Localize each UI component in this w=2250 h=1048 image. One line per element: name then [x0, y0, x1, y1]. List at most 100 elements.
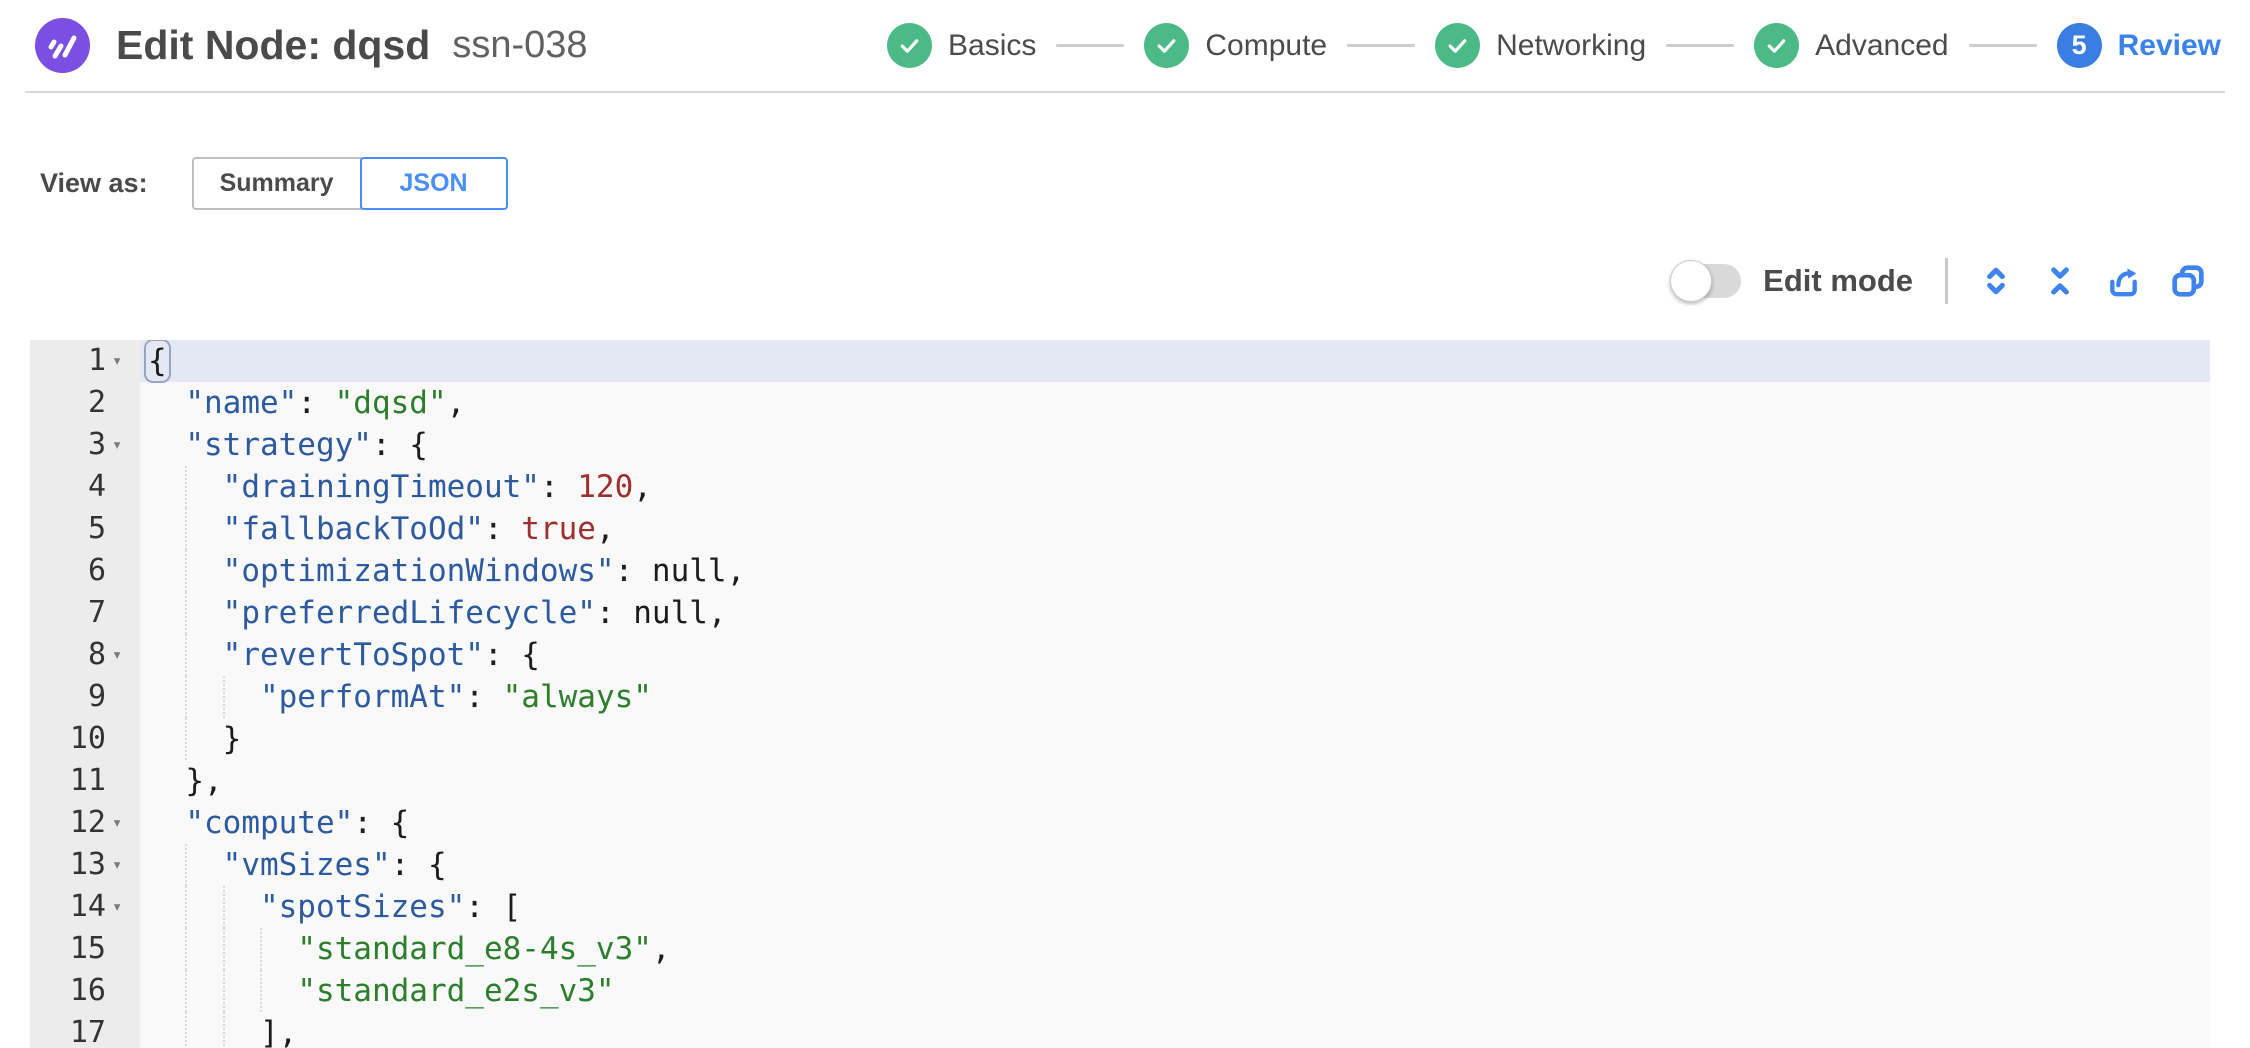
code-text[interactable]: "preferredLifecycle": null,	[140, 592, 2210, 634]
code-text[interactable]: "revertToSpot": {	[140, 634, 2210, 676]
step-check-icon	[1435, 23, 1481, 68]
code-text[interactable]: "compute": {	[140, 802, 2210, 844]
step-number-badge: 5	[2056, 23, 2102, 68]
indent-guide	[185, 886, 188, 928]
gutter-cell: 11	[30, 760, 140, 802]
code-line[interactable]: 7 "preferredLifecycle": null,	[30, 592, 2210, 634]
code-text[interactable]: "vmSizes": {	[140, 844, 2210, 886]
token-bool: true	[521, 511, 596, 547]
export-icon[interactable]	[2104, 261, 2144, 301]
code-line[interactable]: 11 },	[30, 760, 2210, 802]
indent-guide	[185, 550, 188, 592]
indent-guide	[185, 592, 188, 634]
step-advanced[interactable]: Advanced	[1754, 23, 1949, 68]
token-p: :	[297, 385, 335, 421]
token-key: "drainingTimeout"	[222, 469, 540, 505]
token-p: :	[539, 469, 578, 505]
token-p: }	[222, 721, 242, 757]
token-key: "revertToSpot"	[222, 637, 484, 673]
gutter-cell: 15	[30, 928, 140, 970]
token-p: ],	[259, 1015, 298, 1048]
indent-guide	[222, 1012, 225, 1048]
code-text[interactable]: "optimizationWindows": null,	[140, 550, 2210, 592]
code-text[interactable]: "performAt": "always"	[140, 676, 2210, 718]
code-text[interactable]: "spotSizes": [	[140, 886, 2210, 928]
json-view-button[interactable]: JSON	[359, 157, 508, 210]
step-compute[interactable]: Compute	[1144, 23, 1327, 68]
code-line[interactable]: 10 }	[30, 718, 2210, 760]
gutter-cell: 5	[30, 508, 140, 550]
token-p: ,	[651, 931, 671, 967]
indent-guide	[185, 508, 188, 550]
token-key: "fallbackToOd"	[222, 511, 484, 547]
view-as-row: View as: Summary JSON	[40, 157, 2250, 210]
token-p: ,	[633, 469, 652, 505]
code-text[interactable]: ],	[140, 1012, 2210, 1048]
code-line[interactable]: 13▾ "vmSizes": {	[30, 844, 2210, 886]
fold-arrow-icon[interactable]: ▾	[112, 435, 123, 455]
token-p: :	[465, 679, 503, 715]
code-line[interactable]: 6 "optimizationWindows": null,	[30, 550, 2210, 592]
token-p: ,	[707, 595, 727, 631]
expand-all-icon[interactable]	[1976, 261, 2016, 301]
code-line[interactable]: 4 "drainingTimeout": 120,	[30, 466, 2210, 508]
code-text[interactable]: "standard_e8-4s_v3",	[140, 928, 2210, 970]
code-text[interactable]: "name": "dqsd",	[140, 382, 2210, 424]
code-text[interactable]: "drainingTimeout": 120,	[140, 466, 2210, 508]
code-line[interactable]: 14▾ "spotSizes": [	[30, 886, 2210, 928]
json-code-editor[interactable]: 1▾{2 "name": "dqsd",3▾ "strategy": {4 "d…	[30, 340, 2210, 1048]
gutter-cell: 2	[30, 382, 140, 424]
code-text[interactable]: {	[140, 340, 2210, 383]
indent-guide	[185, 634, 188, 676]
code-line[interactable]: 5 "fallbackToOd": true,	[30, 508, 2210, 550]
fold-arrow-icon[interactable]: ▾	[112, 855, 123, 875]
token-str: "standard_e8-4s_v3"	[297, 931, 652, 967]
code-line[interactable]: 16 "standard_e2s_v3"	[30, 970, 2210, 1012]
token-key: "preferredLifecycle"	[222, 595, 596, 631]
code-line[interactable]: 17 ],	[30, 1012, 2210, 1048]
token-p: ,	[595, 511, 615, 547]
code-text[interactable]: "strategy": {	[140, 424, 2210, 466]
code-text[interactable]: }	[140, 718, 2210, 760]
code-line[interactable]: 8▾ "revertToSpot": {	[30, 634, 2210, 676]
fold-arrow-icon[interactable]: ▾	[112, 351, 123, 371]
step-connector	[1347, 44, 1416, 47]
line-number: 11	[69, 763, 106, 798]
step-networking[interactable]: Networking	[1435, 23, 1646, 68]
step-basics[interactable]: Basics	[887, 23, 1036, 68]
step-label: Advanced	[1815, 28, 1949, 62]
token-key: "performAt"	[259, 679, 466, 715]
code-line[interactable]: 3▾ "strategy": {	[30, 424, 2210, 466]
line-number: 12	[69, 805, 106, 840]
token-p: : {	[353, 805, 410, 841]
gutter-cell: 13▾	[30, 844, 140, 886]
code-line[interactable]: 1▾{	[30, 340, 2210, 383]
indent-guide	[185, 466, 188, 508]
token-key: "compute"	[185, 805, 354, 841]
code-text[interactable]: "standard_e2s_v3"	[140, 970, 2210, 1012]
toolbar-divider	[1945, 258, 1948, 304]
indent-guide	[185, 970, 188, 1012]
fold-spacer	[106, 466, 140, 508]
matched-bracket: {	[144, 340, 171, 383]
code-line[interactable]: 15 "standard_e8-4s_v3",	[30, 928, 2210, 970]
edit-mode-toggle[interactable]	[1670, 260, 1742, 302]
code-line[interactable]: 2 "name": "dqsd",	[30, 382, 2210, 424]
summary-view-button[interactable]: Summary	[191, 157, 362, 210]
copy-icon[interactable]	[2168, 261, 2208, 301]
collapse-all-icon[interactable]	[2040, 261, 2080, 301]
step-connector	[1666, 44, 1735, 47]
fold-arrow-icon[interactable]: ▾	[112, 897, 123, 917]
code-text[interactable]: "fallbackToOd": true,	[140, 508, 2210, 550]
fold-arrow-icon[interactable]: ▾	[112, 645, 123, 665]
code-line[interactable]: 12 ▾ "compute": {	[30, 802, 2210, 844]
code-lines: 1▾{2 "name": "dqsd",3▾ "strategy": {4 "d…	[30, 340, 2210, 1048]
code-line[interactable]: 9 "performAt": "always"	[30, 676, 2210, 718]
code-text[interactable]: },	[140, 760, 2210, 802]
step-connector	[1056, 44, 1125, 47]
token-num: 120	[577, 469, 634, 505]
fold-arrow-icon[interactable]: ▾	[112, 813, 123, 833]
gutter-cell: 1▾	[30, 340, 140, 382]
